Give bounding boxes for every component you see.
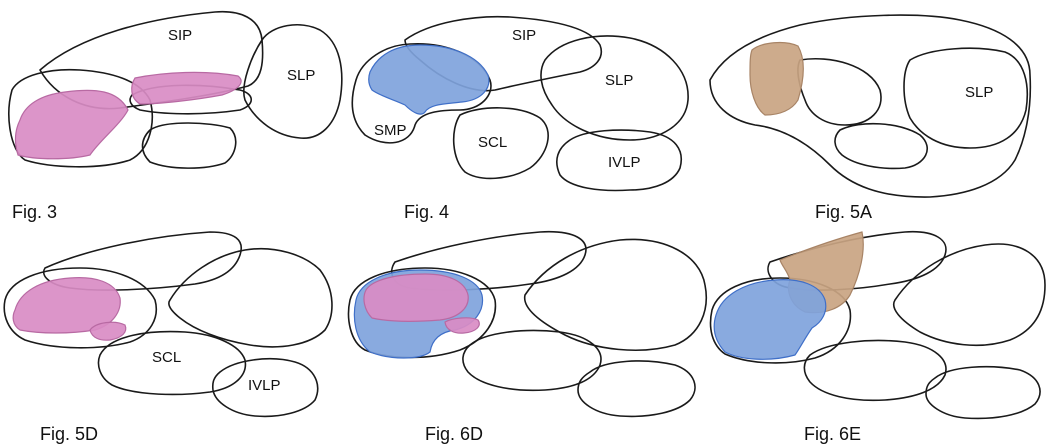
scl-outline — [97, 330, 247, 396]
left-outline — [709, 277, 852, 364]
figure-caption: Fig. 5D — [40, 424, 98, 444]
region-label-slp: SLP — [605, 72, 633, 89]
bottom-right-outline — [577, 360, 696, 418]
region-label-slp: SLP — [287, 67, 315, 84]
ivlp-outline — [211, 358, 319, 418]
region-label-ivlp: IVLP — [608, 154, 641, 171]
main-outline — [709, 14, 1032, 198]
region-label-ivlp: IVLP — [248, 377, 281, 394]
magenta-highlight — [14, 89, 129, 160]
figure-caption: Fig. 5A — [815, 202, 872, 222]
magenta-highlight — [444, 317, 480, 334]
panel-fig-5d: SCL IVLP Fig. 5D — [3, 231, 333, 444]
figure-caption: Fig. 3 — [12, 202, 57, 222]
panel-fig-4: SIP SLP SMP SCL IVLP Fig. 4 — [351, 15, 689, 222]
ivlp-outline — [556, 129, 682, 192]
region-label-sip: SIP — [168, 27, 192, 44]
figure-caption: Fig. 6D — [425, 424, 483, 444]
slp-outline — [540, 35, 689, 141]
bottom-left-outline — [803, 339, 947, 402]
inner-outline — [797, 58, 882, 126]
right-outline — [523, 238, 707, 351]
left-outline — [3, 267, 157, 349]
right-outline — [168, 247, 333, 348]
scl-outline — [452, 107, 549, 180]
magenta-highlight — [131, 71, 242, 105]
region-label-sip: SIP — [512, 27, 536, 44]
region-label-slp: SLP — [965, 84, 993, 101]
region-label-scl: SCL — [478, 134, 507, 151]
blue-highlight — [713, 279, 827, 360]
magenta-highlight — [363, 273, 469, 322]
lower-outline — [834, 122, 928, 170]
smp-outline — [8, 68, 153, 168]
slp-outline — [903, 47, 1029, 149]
panel-fig-6d: Fig. 6D — [347, 230, 707, 444]
panel-fig-6e: Fig. 6E — [709, 230, 1046, 444]
lower-lobe-outline — [141, 122, 237, 169]
panel-fig-5a: SLP Fig. 5A — [709, 14, 1032, 222]
magenta-highlight — [12, 277, 121, 334]
panel-fig-3: SIP SLP Fig. 3 — [8, 10, 343, 222]
tan-highlight — [749, 41, 804, 116]
right-outline — [893, 243, 1046, 347]
region-label-scl: SCL — [152, 349, 181, 366]
bottom-left-outline — [462, 329, 602, 392]
figure-caption: Fig. 4 — [404, 202, 449, 222]
bottom-right-outline — [925, 365, 1041, 420]
left-outline — [347, 267, 497, 359]
figure-caption: Fig. 6E — [804, 424, 861, 444]
smp-outline — [351, 43, 492, 144]
blue-highlight — [368, 44, 490, 115]
magenta-highlight — [89, 321, 127, 341]
region-label-smp: SMP — [374, 122, 407, 139]
slp-outline — [243, 24, 343, 139]
